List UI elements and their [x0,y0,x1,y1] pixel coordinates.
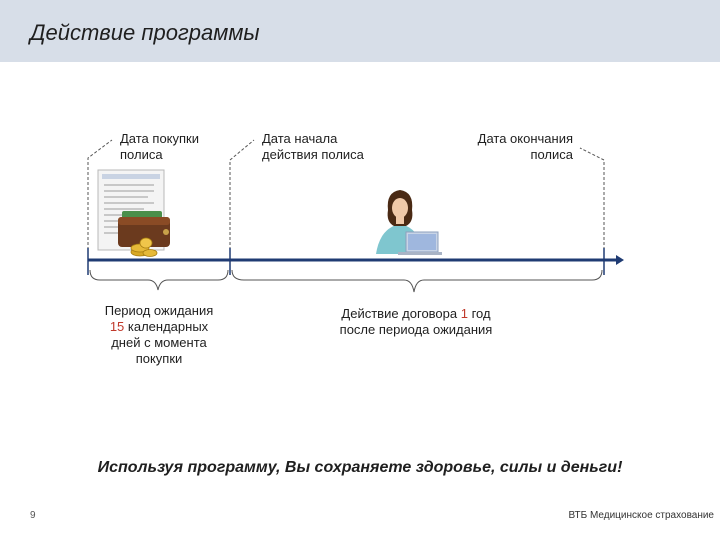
waiting-line2-rest: календарных [124,319,208,334]
waiting-line1: Период ожидания [84,303,234,319]
footer-brand: ВТБ Медицинское страхование [569,510,714,521]
validity-line1: Действие договора 1 год [316,306,516,322]
label-purchase-date-line2: полиса [120,147,199,163]
label-start-date-line2: действия полиса [262,147,364,163]
period-braces [90,270,602,292]
waiting-line4: покупки [84,351,234,367]
callout-end [580,148,604,250]
validity-years: 1 [461,306,468,321]
brace-waiting [90,270,228,290]
waiting-line3: дней с момента [84,335,234,351]
waiting-line2: 15 календарных [84,319,234,335]
brace-validity [232,270,602,292]
validity-pre: Действие договора [341,306,460,321]
validity-post: год [468,306,491,321]
validity-line2: после периода ожидания [316,322,516,338]
label-start-date-line1: Дата начала [262,131,364,147]
label-end-date: Дата окончания полиса [440,131,573,163]
callout-start [230,140,254,250]
label-purchase-date: Дата покупки полиса [120,131,199,163]
label-end-date-line2: полиса [440,147,573,163]
timeline [88,248,624,275]
validity-text: Действие договора 1 год после периода ож… [316,306,516,338]
slogan: Используя программу, Вы сохраняете здоро… [0,459,720,477]
label-purchase-date-line1: Дата покупки [120,131,199,147]
waiting-days: 15 [110,319,124,334]
label-start-date: Дата начала действия полиса [262,131,364,163]
label-end-date-line1: Дата окончания [440,131,573,147]
waiting-period-text: Период ожидания 15 календарных дней с мо… [84,303,234,367]
page-number: 9 [30,510,36,521]
woman-laptop-icon [376,190,442,255]
